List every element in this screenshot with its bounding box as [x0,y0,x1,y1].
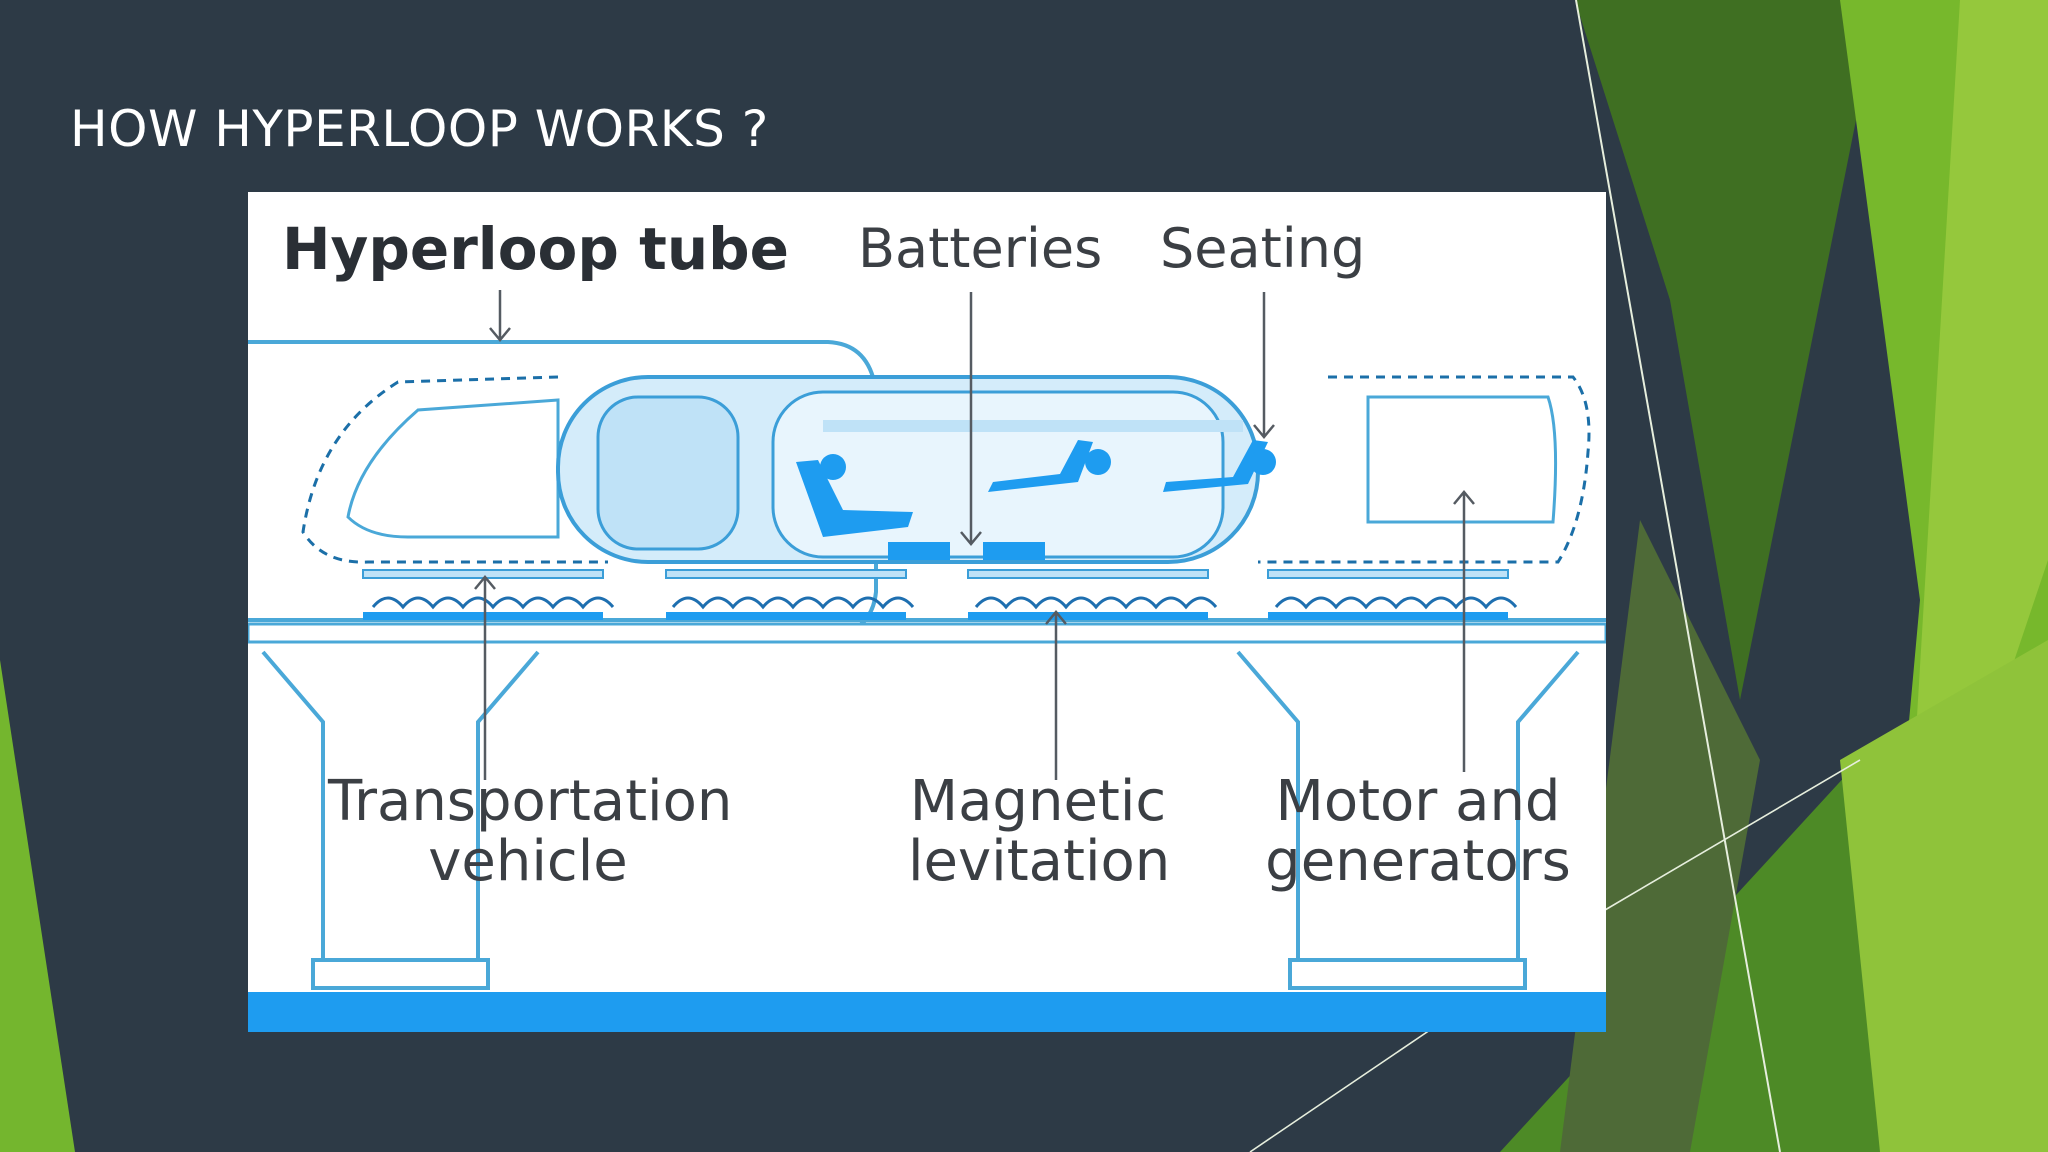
passenger-head-3 [1250,449,1276,475]
arrow-motor [1453,490,1475,772]
passenger-head-1 [820,454,846,480]
label-magnetic-line1: Magnetic [909,769,1167,834]
maglev-wave-1 [371,596,615,610]
battery-2 [983,542,1045,560]
maglev-waves [371,596,1518,610]
arrow-batteries [960,292,982,546]
seat-1 [796,460,913,537]
track-deck [248,622,1606,644]
label-magnetic-levitation: Magnetic levitation [908,769,1171,895]
maglev-wave-3 [974,596,1218,610]
maglev-rail-4 [1268,612,1508,620]
olive-facet [1560,520,1760,1152]
pillar-right [1236,650,1580,962]
green-facet-bottom-light [1840,640,2048,1152]
maglev-rail-2 [666,612,906,620]
seat-3 [1163,440,1268,492]
accent-line-3 [1604,759,1861,911]
rear-window [1366,395,1558,524]
maglev-strips [362,569,1509,579]
maglev-rails [363,612,1508,620]
diagram-heading: Hyperloop tube [282,215,789,283]
seat-2 [988,440,1093,492]
ground [248,992,1606,1032]
label-motor-generators: Motor and generators [1248,769,1588,895]
dashed-front-nose [301,375,608,564]
green-facet-right-dark [1575,0,1880,700]
green-facet-left [0,660,75,1152]
arrow-transportation [474,575,496,780]
label-transportation-line1: Transportation [328,769,733,834]
arrow-magnetic [1045,610,1067,780]
front-windscreen [346,398,560,539]
label-motor-line1: Motor and [1275,769,1561,834]
maglev-rail-3 [968,612,1208,620]
maglev-wave-4 [1274,596,1518,610]
accent-line-1 [1575,0,1781,1152]
accent-line-2 [1249,1029,1431,1152]
seats [796,440,1276,537]
arrow-seating [1253,292,1275,439]
maglev-wave-2 [671,596,915,610]
label-motor-line2: generators [1265,829,1571,895]
diagram-drawing [248,290,1606,1032]
maglev-strip-3 [967,569,1209,579]
pod-front-window [596,395,740,551]
dashed-rear [1258,375,1591,564]
callout-arrows [474,290,1475,780]
pillars [261,650,1580,990]
label-batteries: Batteries [858,217,1103,280]
label-seating: Seating [1160,217,1366,280]
hyperloop-diagram: Hyperloop tube Batteries Seating Transpo… [248,192,1606,1032]
label-magnetic-line2: levitation [908,829,1171,895]
pillar-left [261,650,540,962]
arrow-tube [489,290,511,342]
maglev-strip-1 [362,569,604,579]
maglev-strip-2 [665,569,907,579]
cabin-shelf [823,420,1243,432]
pillar-right-base [1288,958,1527,990]
maglev-strip-4 [1267,569,1509,579]
label-transportation-line2: vehicle [428,829,628,895]
label-transportation-vehicle: Transportation vehicle [328,769,733,895]
battery-1 [888,542,950,560]
passenger-head-2 [1085,449,1111,475]
pillar-left-base [311,958,490,990]
maglev-rail-1 [363,612,603,620]
slide-title: HOW HYPERLOOP WORKS ? [70,100,769,158]
